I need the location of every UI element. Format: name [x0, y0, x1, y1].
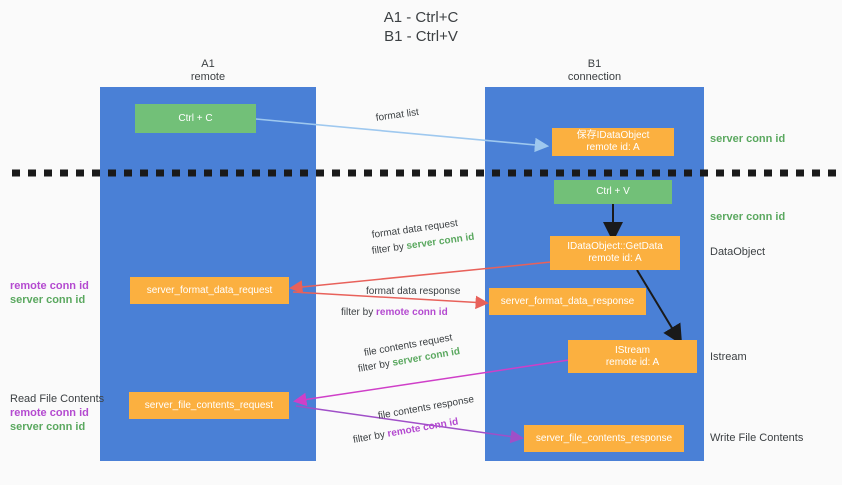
node-ctrl-v[interactable]: Ctrl + V [554, 180, 672, 204]
node-idataobject-getdata-line2: remote id: A [588, 253, 642, 264]
edge-label-filter-prefix-2: filter by [341, 307, 377, 318]
edge-label-file-contents-response-filter: filter by remote conn id [352, 415, 459, 446]
node-server-format-data-request[interactable]: server_format_data_request [130, 277, 289, 304]
node-server-format-data-request-label: server_format_data_request [146, 284, 273, 296]
edge-label-filter-key-remote-conn-id-2: remote conn id [386, 416, 460, 440]
node-ctrl-c[interactable]: Ctrl + C [135, 104, 256, 133]
title-line-2: B1 - Ctrl+V [384, 28, 458, 45]
node-save-idataobject-line2: remote id: A [586, 142, 640, 153]
panel-caption-b1: B1 connection [485, 58, 704, 84]
node-istream[interactable]: IStream remote id: A [568, 340, 697, 373]
edge-label-filter-prefix-3: filter by [357, 357, 394, 375]
side-label-write-file-contents: Write File Contents [710, 432, 804, 444]
side-label-dataobject: DataObject [710, 246, 766, 258]
edge-label-format-data-response-filter: filter by remote conn id [341, 306, 448, 319]
edge-label-format-data-response: format data response [366, 286, 461, 297]
panel-a1-name: A1 [201, 58, 215, 70]
node-server-file-contents-response[interactable]: server_file_contents_response [524, 425, 684, 452]
node-save-idataobject-line1: 保存IDataObject [576, 130, 650, 141]
node-save-idataobject[interactable]: 保存IDataObject remote id: A [552, 128, 674, 156]
node-istream-line1: IStream [614, 344, 650, 356]
left-label-server-conn-id-a: server conn id [10, 294, 86, 306]
left-label-remote-conn-id-a: remote conn id [10, 280, 89, 292]
page-title: A1 - Ctrl+C B1 - Ctrl+V [0, 8, 842, 46]
node-ctrl-v-label: Ctrl + V [596, 186, 630, 197]
side-label-istream: Istream [710, 351, 747, 363]
panel-caption-a1: A1 remote [100, 58, 316, 84]
node-ctrl-c-label: Ctrl + C [178, 112, 213, 124]
node-server-format-data-response-label: server_format_data_response [500, 295, 635, 307]
node-server-format-data-response[interactable]: server_format_data_response [489, 288, 646, 315]
edge-label-file-contents-response: file contents response [377, 394, 475, 422]
left-label-remote-conn-id-b: remote conn id [10, 407, 89, 419]
edge-label-filter-key-remote-conn-id-1: remote conn id [376, 307, 448, 318]
panel-b1-name: B1 [587, 58, 602, 70]
side-label-server-conn-id-mid: server conn id [710, 211, 786, 223]
left-label-read-file-contents: Read File Contents [10, 393, 105, 405]
node-server-file-contents-request-label: server_file_contents_request [144, 399, 274, 411]
edge-label-format-list: format list [375, 106, 420, 124]
node-istream-line2: remote id: A [605, 356, 660, 368]
side-label-server-conn-id-top: server conn id [710, 133, 786, 145]
panel-b1-sub: connection [567, 71, 622, 83]
panel-a1-sub: remote [190, 71, 226, 83]
title-line-1: A1 - Ctrl+C [383, 9, 459, 26]
edge-label-filter-prefix-1: filter by [371, 241, 408, 257]
node-idataobject-getdata-line1: IDataObject::GetData [567, 241, 663, 252]
node-server-file-contents-response-label: server_file_contents_response [535, 432, 673, 444]
left-label-conn-ids-top: remote conn id server conn id [10, 279, 89, 307]
node-server-file-contents-request[interactable]: server_file_contents_request [129, 392, 289, 419]
left-label-server-conn-id-b: server conn id [10, 421, 86, 433]
node-idataobject-getdata[interactable]: IDataObject::GetData remote id: A [550, 236, 680, 270]
left-label-read-file-contents-group: Read File Contents remote conn id server… [10, 392, 104, 434]
edge-label-filter-prefix-4: filter by [352, 428, 389, 446]
